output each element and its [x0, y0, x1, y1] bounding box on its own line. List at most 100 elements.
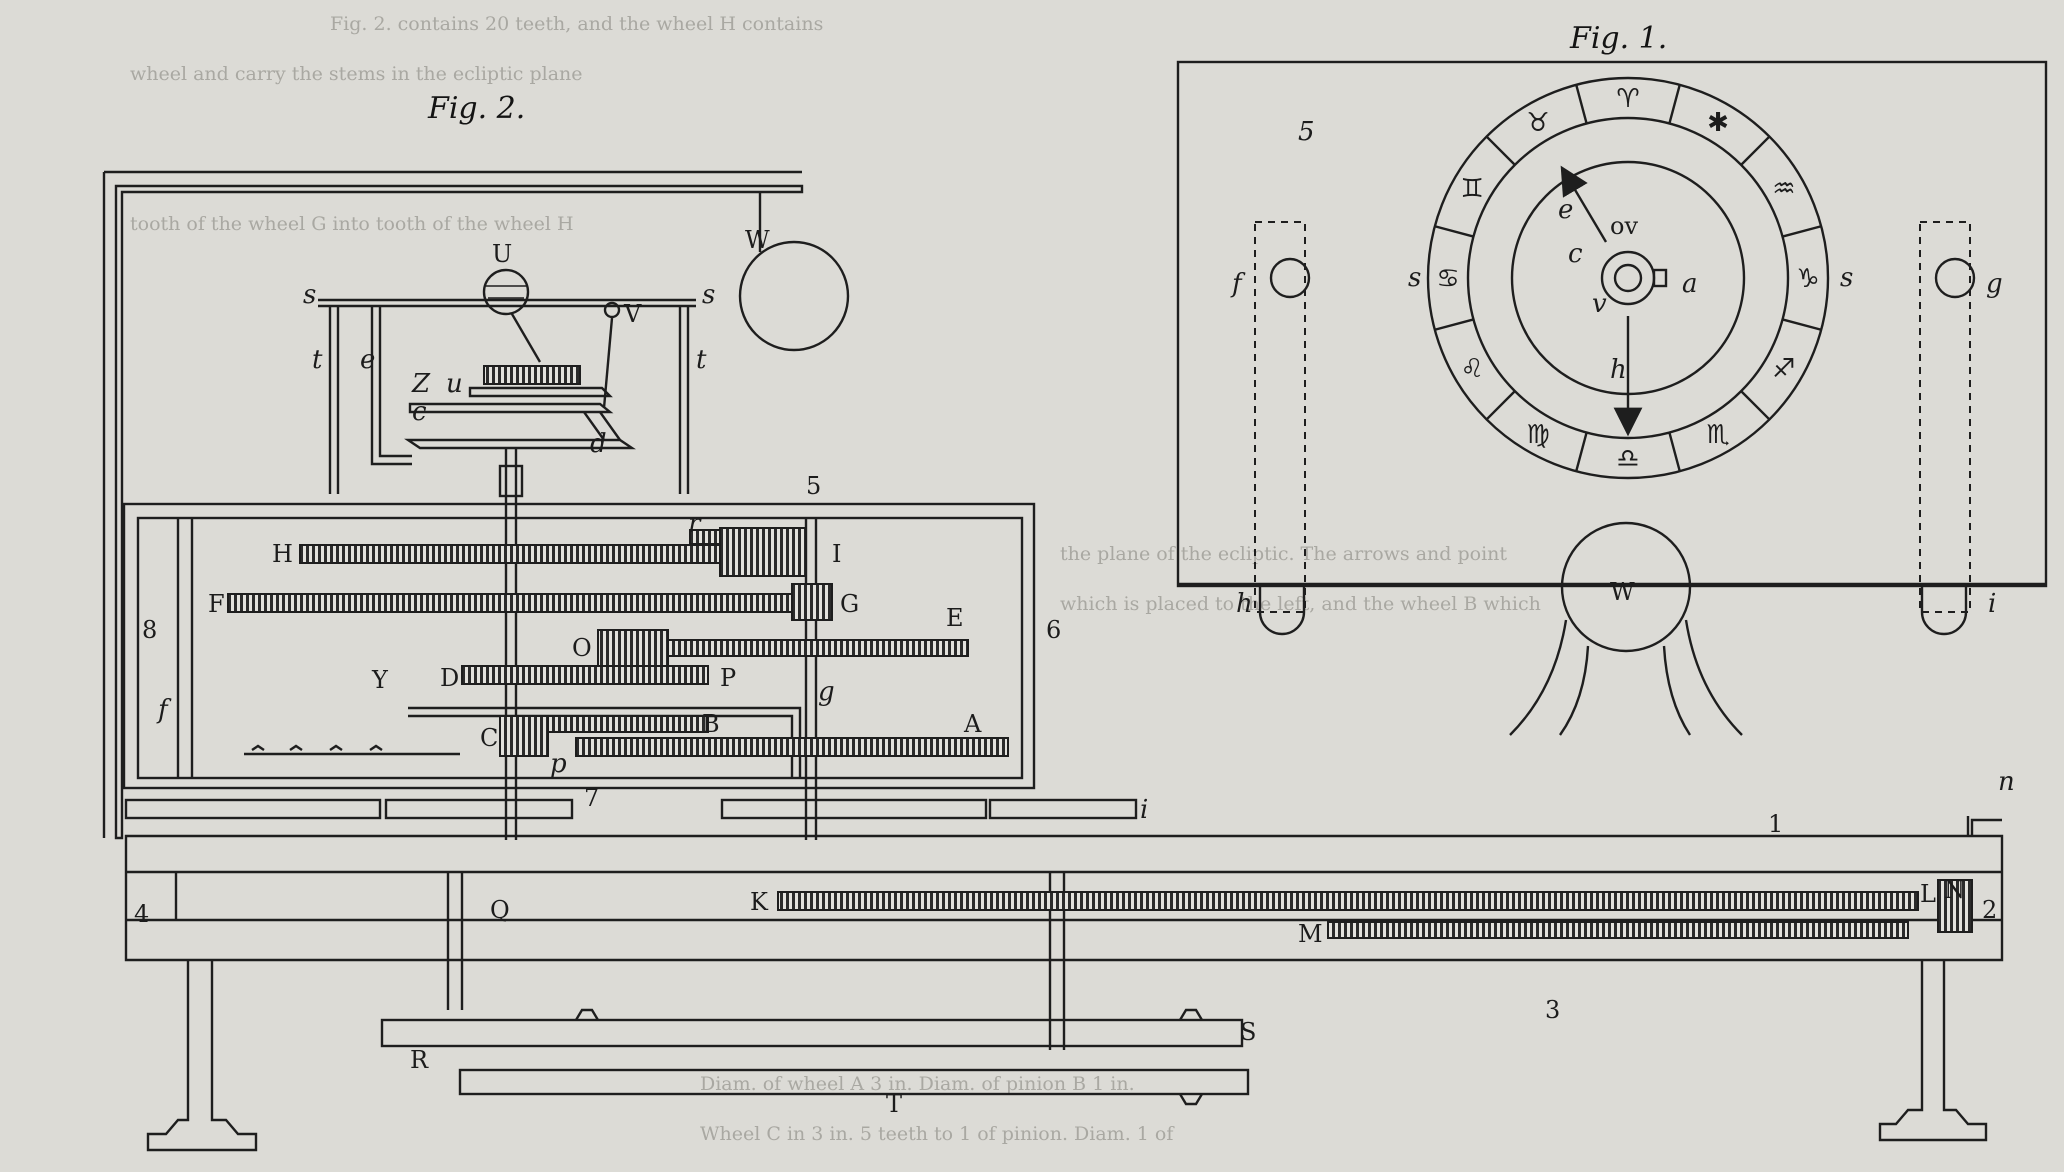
fig2-label-M: M — [1298, 920, 1323, 948]
fig2-label-E: E — [946, 604, 964, 632]
zodiac-sign: ♈ — [1616, 84, 1639, 114]
fig2-label-t2: t — [696, 345, 707, 375]
fig2-sphere-W — [738, 240, 850, 352]
fig2-label-8: 8 — [142, 616, 157, 644]
fig2-label-u: u — [446, 369, 463, 399]
bg-text-line: Diam. of wheel A 3 in. Diam. of pinion B… — [700, 1073, 1135, 1095]
fig1-cup-h — [1258, 586, 1306, 636]
fig2-pivot-V — [603, 301, 621, 319]
fig2-label-U: U — [492, 240, 512, 268]
fig2-label-G: G — [840, 590, 859, 618]
fig1-title: Fig. 1. — [1569, 21, 1667, 56]
dial-inner-ring — [1466, 116, 1790, 440]
fig1-plate — [1176, 60, 2048, 588]
fig1-label-h: h — [1236, 589, 1253, 619]
zodiac-sign: ♎ — [1616, 444, 1639, 474]
fig1-column-g — [1919, 221, 1971, 613]
dial-outer-ring — [1426, 76, 1830, 480]
fig2-feet — [244, 744, 460, 756]
fig2-title: Fig. 2. — [427, 91, 525, 126]
fig1-cup-i — [1920, 586, 1968, 636]
fig2-label-s2: s — [702, 280, 715, 310]
zodiac-sign: ♒ — [1772, 174, 1795, 204]
fig2-label-Y: Y — [371, 666, 389, 694]
bg-text-line: Wheel C in 3 in. 5 teeth to 1 of pinion.… — [700, 1123, 1175, 1145]
fig2-label-C: C — [480, 724, 498, 752]
fig2-label-c: c — [412, 397, 427, 427]
fig2-label-s1: s — [303, 280, 316, 310]
fig2-cup-S — [1178, 1008, 1204, 1106]
fig1-label-ov: ov — [1610, 212, 1638, 240]
fig2-pinion-G — [791, 583, 833, 621]
fig2-label-A: A — [963, 710, 982, 738]
fig2-gear-box-inner — [136, 516, 1024, 780]
fig2-label-B: B — [702, 710, 720, 738]
fig2-gear-box — [122, 502, 1036, 790]
fig2-label-g: g — [818, 677, 835, 707]
fig2-label-F: F — [208, 590, 225, 618]
fig2-leg-left — [146, 960, 258, 1152]
fig2-outer-frame — [102, 170, 802, 838]
background-text: Fig. 2. contains 20 teeth, and the wheel… — [130, 13, 1541, 1145]
fig1-label-s-right: s — [1840, 263, 1853, 293]
fig2-plate-R — [380, 1018, 1244, 1048]
fig1-label-h-arrow: h — [1610, 355, 1627, 385]
fig2-plate-c — [408, 402, 614, 414]
fig2-leg-right — [1878, 960, 1988, 1142]
dial-divider — [1740, 390, 1771, 421]
zodiac-sign: ♑ — [1796, 264, 1819, 294]
bg-text-line: which is placed to the left, and the whe… — [1060, 593, 1541, 615]
fig2-label-V: V — [623, 300, 642, 328]
bg-text-line: the plane of the ecliptic. The arrows an… — [1060, 543, 1507, 565]
zodiac-sign: ♏ — [1706, 420, 1729, 450]
fig2-bar-left2 — [384, 798, 574, 820]
fig2-label-T: T — [886, 1090, 902, 1118]
fig2-label-S: S — [1240, 1018, 1256, 1046]
fig2-gear-E — [667, 639, 969, 657]
fig2-label-6: 6 — [1046, 616, 1061, 644]
fig1-label-W: W — [1610, 578, 1635, 606]
fig2-label-f: f — [156, 695, 172, 725]
fig2-label-p: p — [550, 749, 567, 779]
fig2-label-D: D — [440, 664, 459, 692]
fig2-bar-i — [988, 798, 1138, 820]
fig2-label-5: 5 — [806, 472, 821, 500]
zodiac-sign: ♌ — [1460, 354, 1483, 384]
fig1-stand — [1509, 619, 1743, 736]
fig2-label-4: 4 — [134, 900, 149, 928]
dial-divider — [1434, 225, 1474, 238]
fig2-arbor-collar — [498, 464, 524, 498]
fig2-U-arm — [510, 313, 542, 363]
fig2-gear-A — [575, 737, 1009, 757]
pointer-e-arrow — [1560, 165, 1608, 243]
dial-divider — [1485, 135, 1516, 166]
fig1-globe-W — [1560, 521, 1692, 653]
fig2-label-P: P — [720, 664, 736, 692]
fig2-label-7: 7 — [584, 784, 599, 812]
fig2-label-L: L — [1920, 880, 1936, 908]
fig2-label-e: e — [360, 345, 375, 375]
fig2-label-i: i — [1140, 795, 1148, 825]
zodiac-sign: ♋ — [1436, 264, 1459, 294]
fig2-label-t1: t — [312, 345, 323, 375]
fig2-pinion-r — [689, 529, 721, 545]
dial-divider — [1485, 390, 1516, 421]
dial-divider — [1782, 318, 1822, 331]
fig2-gear-I — [719, 527, 807, 577]
fig2-label-1: 1 — [1768, 810, 1783, 838]
fig1-label-a: a — [1682, 269, 1698, 299]
bg-text-line: tooth of the wheel G into tooth of the w… — [130, 213, 574, 235]
zodiac-sign: ♊ — [1460, 174, 1483, 204]
fig2-label-N: N — [1944, 876, 1965, 904]
dial-hub-inner — [1613, 263, 1643, 293]
zodiac-sign: ♐ — [1772, 354, 1795, 384]
fig2-label-Q: Q — [490, 896, 510, 924]
fig2-hook-n — [1966, 816, 2002, 836]
fig2-label-n: n — [1998, 767, 2015, 797]
fig2-label-Z: Z — [411, 369, 431, 399]
fig2-cup-R — [574, 1008, 600, 1021]
fig2-plate-T — [458, 1068, 1250, 1096]
zodiac-sign: ✱ — [1707, 108, 1729, 138]
fig2: Fig. 2. W s s t t e U V — [102, 91, 2015, 1152]
fig2-gear-H — [299, 544, 721, 564]
